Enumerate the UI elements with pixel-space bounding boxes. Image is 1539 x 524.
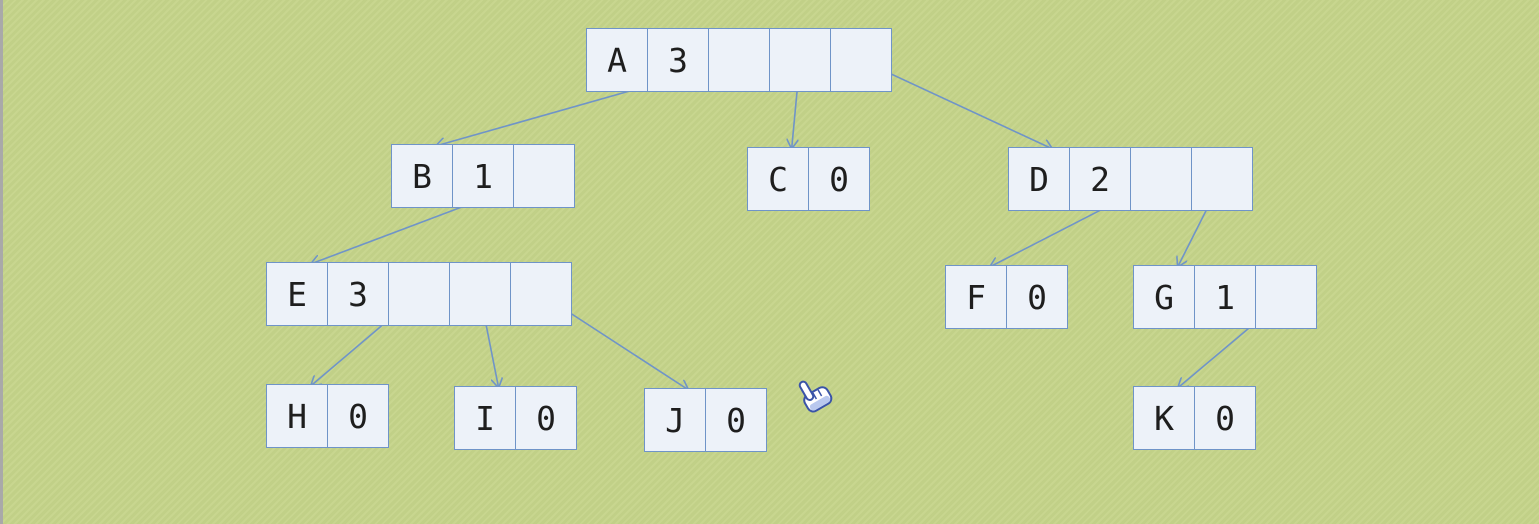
node-e: E 3 xyxy=(266,262,572,326)
node-i-name-cell: I xyxy=(454,386,516,450)
node-k: K 0 xyxy=(1133,386,1256,450)
node-b-count-cell: 1 xyxy=(452,144,514,208)
node-a-child-pointer-2 xyxy=(769,28,831,92)
edge-a-d xyxy=(860,59,1053,149)
node-a-count-cell: 3 xyxy=(647,28,709,92)
node-i: I 0 xyxy=(454,386,577,450)
node-d-count-cell: 2 xyxy=(1069,147,1131,211)
node-f-count-cell: 0 xyxy=(1006,265,1068,329)
node-i-count-cell: 0 xyxy=(515,386,577,450)
node-e-child-pointer-3 xyxy=(510,262,572,326)
node-h-name-cell: H xyxy=(266,384,328,448)
left-border xyxy=(0,0,3,524)
node-d: D 2 xyxy=(1008,147,1253,211)
node-e-count-cell: 3 xyxy=(327,262,389,326)
node-a-name-cell: A xyxy=(586,28,648,92)
node-d-name-cell: D xyxy=(1008,147,1070,211)
node-g-child-pointer-1 xyxy=(1255,265,1317,329)
node-c-name-cell: C xyxy=(747,147,809,211)
node-j-count-cell: 0 xyxy=(705,388,767,452)
node-k-name-cell: K xyxy=(1133,386,1195,450)
node-f: F 0 xyxy=(945,265,1068,329)
hand-pointer-icon xyxy=(798,380,833,413)
node-b-child-pointer-1 xyxy=(513,144,575,208)
node-j: J 0 xyxy=(644,388,767,452)
node-a-child-pointer-1 xyxy=(708,28,770,92)
node-h: H 0 xyxy=(266,384,389,448)
node-b: B 1 xyxy=(391,144,575,208)
node-a: A 3 xyxy=(586,28,892,92)
node-f-name-cell: F xyxy=(945,265,1007,329)
node-g: G 1 xyxy=(1133,265,1317,329)
node-j-name-cell: J xyxy=(644,388,706,452)
node-e-name-cell: E xyxy=(266,262,328,326)
node-c: C 0 xyxy=(747,147,870,211)
node-d-child-pointer-2 xyxy=(1191,147,1253,211)
node-e-child-pointer-2 xyxy=(449,262,511,326)
node-g-count-cell: 1 xyxy=(1194,265,1256,329)
node-a-child-pointer-3 xyxy=(830,28,892,92)
node-g-name-cell: G xyxy=(1133,265,1195,329)
node-b-name-cell: B xyxy=(391,144,453,208)
node-c-count-cell: 0 xyxy=(808,147,870,211)
node-e-child-pointer-1 xyxy=(388,262,450,326)
node-k-count-cell: 0 xyxy=(1194,386,1256,450)
node-d-child-pointer-1 xyxy=(1130,147,1192,211)
node-h-count-cell: 0 xyxy=(327,384,389,448)
